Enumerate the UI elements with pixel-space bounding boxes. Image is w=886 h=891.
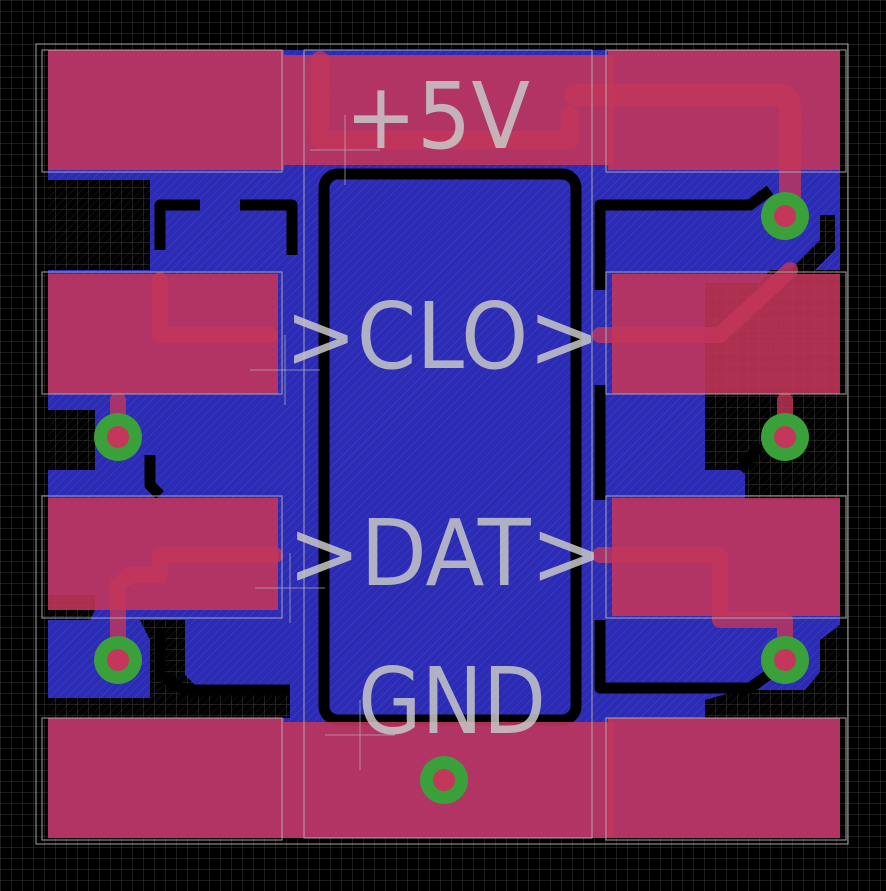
pad-left-1 bbox=[48, 50, 284, 170]
via-5 bbox=[761, 636, 809, 684]
right-trace-isolation-top bbox=[594, 185, 774, 290]
trace-dat-right bbox=[592, 547, 793, 668]
pour-hatch bbox=[48, 50, 840, 838]
power-label: +5V bbox=[345, 63, 530, 170]
outline-pad-right-4 bbox=[605, 717, 847, 841]
vias bbox=[94, 192, 809, 804]
data-label: >DAT> bbox=[288, 500, 603, 607]
clock-label: >CLO> bbox=[285, 283, 600, 390]
ic-body-isolation bbox=[318, 168, 582, 726]
outline-board bbox=[35, 43, 849, 845]
via-2 bbox=[94, 413, 142, 461]
outline-pad-left-2 bbox=[41, 271, 283, 395]
trace-power-shoulder bbox=[311, 51, 579, 149]
ground-label: GND bbox=[358, 648, 546, 755]
outline-ic-body bbox=[303, 49, 593, 839]
top-traces bbox=[110, 51, 801, 668]
outline-pad-right-1 bbox=[605, 49, 847, 173]
placement-outlines bbox=[35, 43, 849, 845]
left-trace-isolation-bot bbox=[154, 628, 290, 696]
right-edge-isolation bbox=[735, 441, 765, 474]
isolation-gaps bbox=[144, 168, 779, 726]
outline-pad-right-2 bbox=[605, 271, 847, 395]
trace-dat-left bbox=[110, 547, 283, 668]
via-6 bbox=[420, 756, 468, 804]
bottom-copper-layer bbox=[48, 50, 840, 838]
outline-pad-left-4 bbox=[41, 717, 283, 841]
pad-right-4 bbox=[608, 718, 840, 838]
left-trace-isolation-mid bbox=[144, 455, 164, 499]
via-4 bbox=[94, 636, 142, 684]
pad-right-1 bbox=[608, 50, 840, 170]
outline-pad-left-3 bbox=[41, 495, 283, 619]
trace-clk-right bbox=[592, 262, 798, 343]
pad-left-4 bbox=[48, 718, 284, 838]
outline-pad-left-1 bbox=[41, 49, 283, 173]
origin-crosshairs bbox=[250, 115, 395, 770]
left-trace-isolation-top bbox=[154, 199, 298, 255]
outline-pad-right-3 bbox=[605, 495, 847, 619]
trace-clk-left bbox=[152, 272, 278, 343]
trace-power-to-via bbox=[564, 84, 801, 226]
via-1 bbox=[761, 192, 809, 240]
via-3 bbox=[761, 413, 809, 461]
right-trace-isolation-bot bbox=[594, 620, 779, 694]
